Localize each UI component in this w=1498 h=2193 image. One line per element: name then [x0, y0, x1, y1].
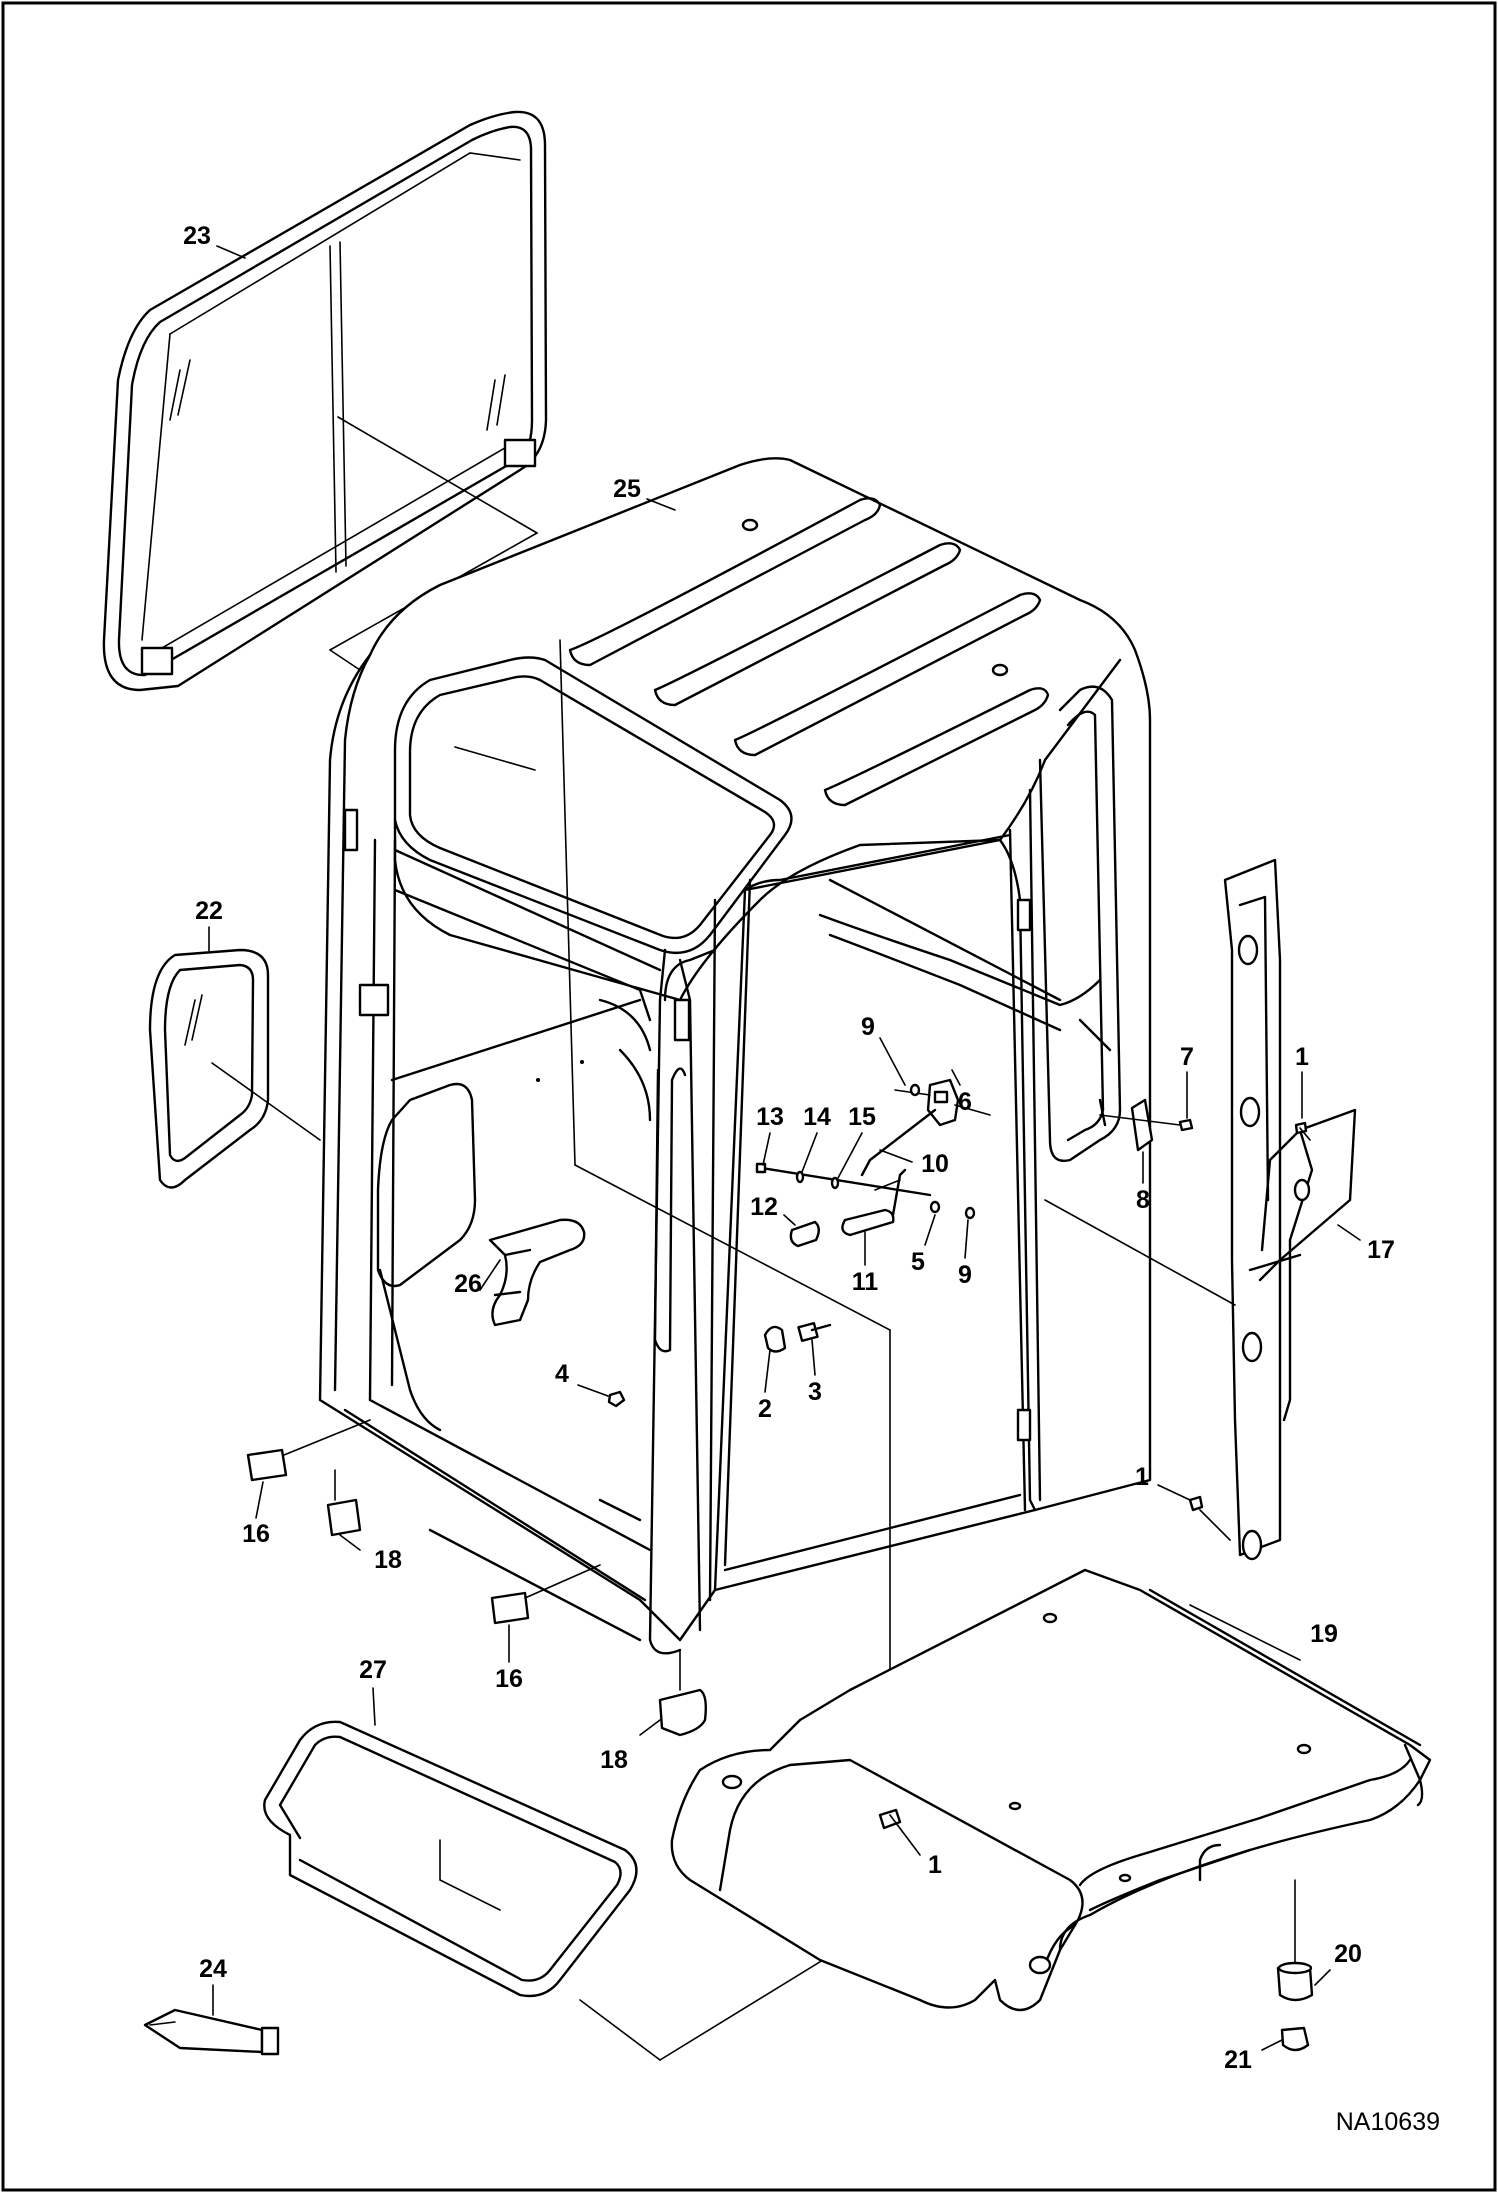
callout-24: 24 [199, 1955, 227, 1983]
callout-16a: 16 [242, 1520, 270, 1548]
leader-cab-center [559, 639, 576, 1166]
leader-27 [579, 1999, 661, 2061]
callout-7: 7 [1180, 1043, 1194, 1071]
callout-3: 3 [808, 1378, 822, 1406]
callout-19: 19 [1310, 1620, 1338, 1648]
callout-4: 4 [555, 1360, 569, 1388]
callout-17: 17 [1367, 1236, 1395, 1264]
part-8-plate [1098, 1098, 1194, 1152]
callout-12: 12 [750, 1193, 778, 1221]
part-25-cab-body [318, 457, 1152, 1741]
callout-9a: 9 [861, 1013, 875, 1041]
callout-10: 10 [921, 1150, 949, 1178]
parts-20-21-mount [1261, 1879, 1331, 2052]
callout-14: 14 [803, 1103, 831, 1131]
callout-labels: 23 25 22 9 7 1 13 14 15 6 10 8 17 12 11 … [183, 222, 1395, 2074]
callout-18b: 18 [600, 1746, 628, 1774]
callout-5: 5 [911, 1248, 925, 1276]
latch-hardware [607, 1078, 991, 1408]
callout-27: 27 [359, 1656, 387, 1684]
callout-18a: 18 [374, 1546, 402, 1574]
callout-1a: 1 [1295, 1043, 1309, 1071]
part-19-floor-mat [670, 1568, 1432, 2012]
part-27-seal [263, 1720, 891, 2061]
callout-11: 11 [852, 1268, 879, 1296]
callout-22: 22 [195, 897, 223, 925]
callout-25: 25 [613, 475, 641, 503]
callout-2: 2 [758, 1395, 772, 1423]
pads-16-18 [246, 1419, 708, 1737]
callout-1c: 1 [928, 1851, 942, 1879]
leader-23-cab [337, 416, 538, 534]
callout-26: 26 [454, 1270, 482, 1298]
figure-reference: NA10639 [1336, 2108, 1440, 2136]
part-24-tube [143, 1984, 280, 2056]
callout-20: 20 [1334, 1940, 1362, 1968]
callout-15: 15 [848, 1103, 876, 1131]
part-17-pillar-trim [1044, 858, 1357, 1561]
callout-16b: 16 [495, 1665, 523, 1693]
part-23-sliding-window [102, 110, 548, 692]
part-22-small-window [148, 948, 321, 1189]
callout-13: 13 [756, 1103, 784, 1131]
leader-26 [479, 1259, 501, 1291]
part-26-foam [479, 1218, 586, 1327]
leader-22 [211, 1062, 321, 1141]
leader-17-cab [1044, 1199, 1236, 1306]
callout-9b: 9 [958, 1261, 972, 1289]
callout-6: 6 [958, 1088, 972, 1116]
callout-8: 8 [1136, 1186, 1150, 1214]
callout-23: 23 [183, 222, 211, 250]
callout-1b: 1 [1135, 1463, 1149, 1491]
callout-21: 21 [1224, 2046, 1252, 2074]
